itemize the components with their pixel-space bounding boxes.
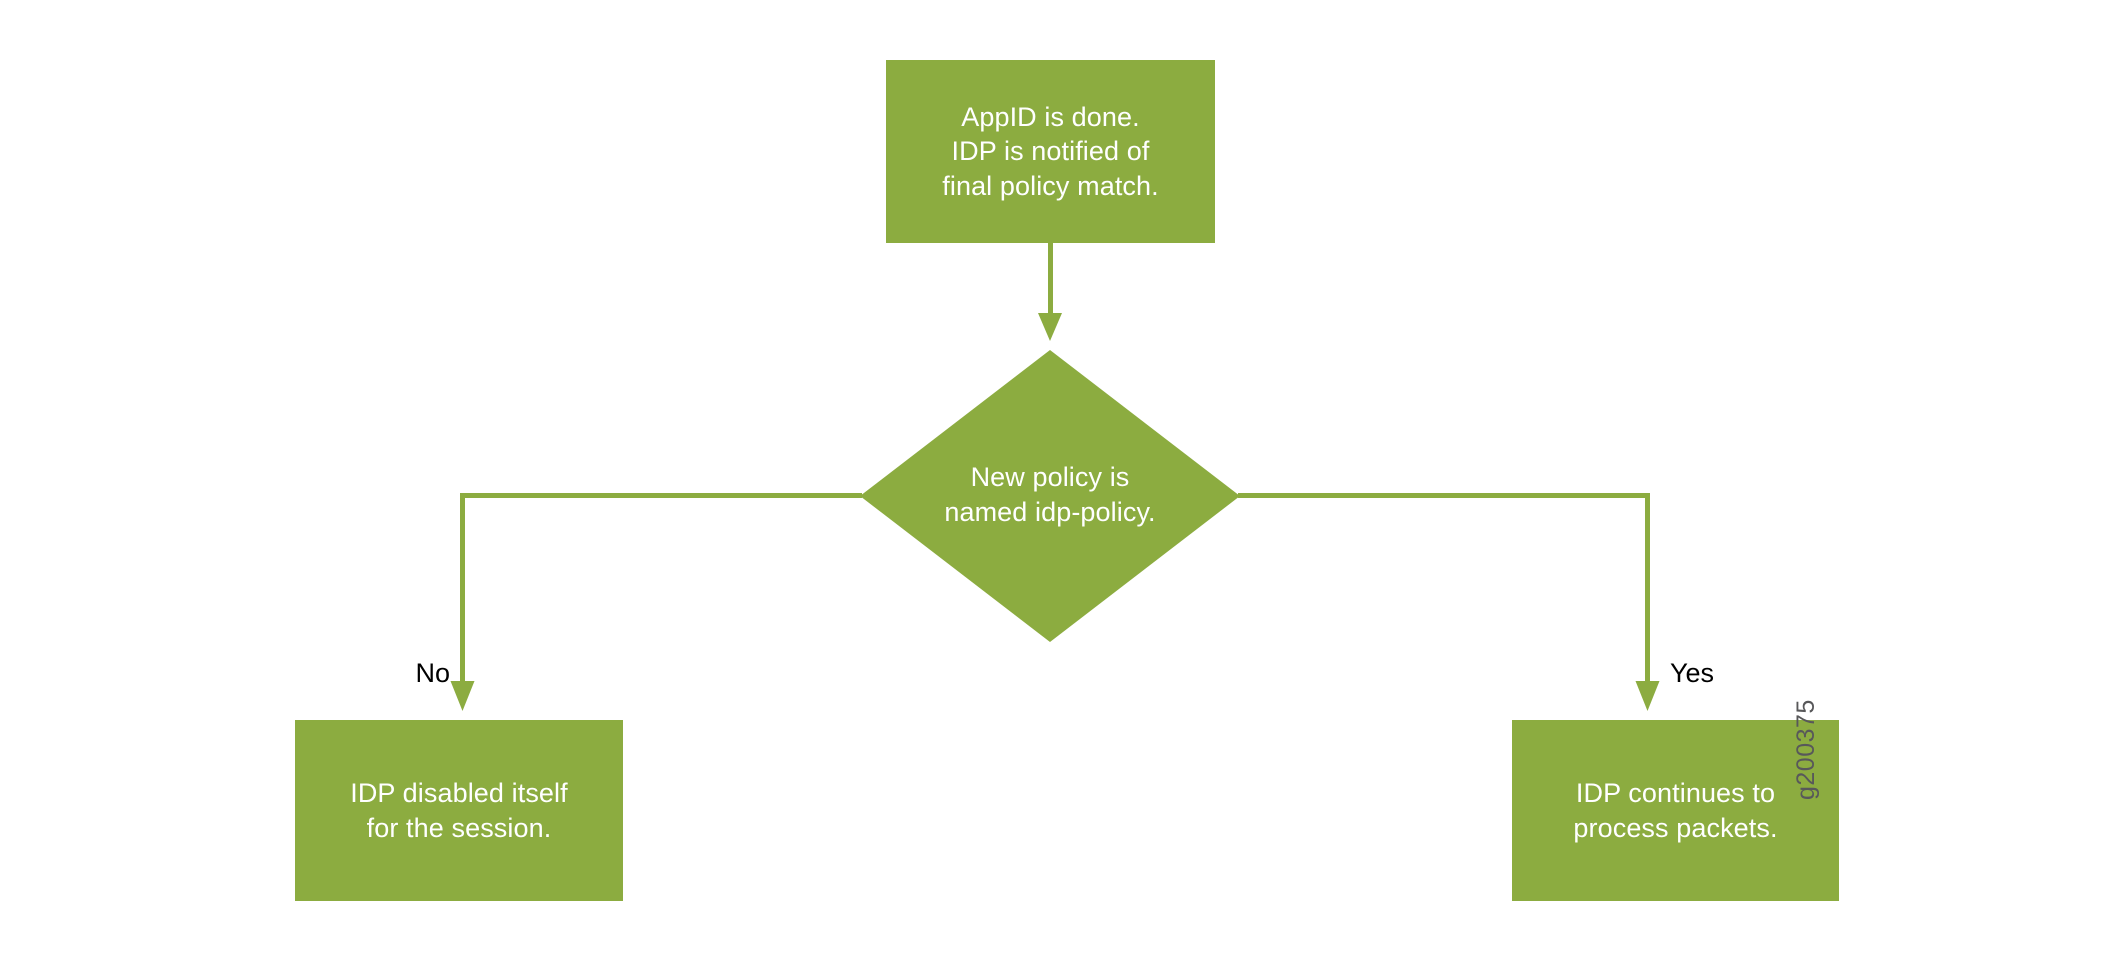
connector-decision-to-yes-vertical <box>1645 493 1650 683</box>
node-start-shape <box>886 60 1215 243</box>
connector-decision-to-no-vertical <box>460 493 465 683</box>
node-no-outcome-shape <box>295 720 623 901</box>
connector-decision-to-no <box>450 493 862 711</box>
connector-decision-to-yes-arrowhead <box>1635 681 1660 711</box>
node-decision-shape <box>860 350 1240 642</box>
connector-start-to-decision-arrowhead <box>1038 313 1062 341</box>
node-yes-outcome-shape <box>1512 720 1839 901</box>
connector-decision-to-no-horizontal <box>460 493 862 498</box>
connector-start-to-decision <box>1038 243 1062 341</box>
connector-start-to-decision-stem <box>1048 243 1053 315</box>
connector-decision-to-no-arrowhead <box>450 681 475 711</box>
connector-decision-to-yes-horizontal <box>1238 493 1650 498</box>
connector-decision-to-yes <box>1238 493 1660 711</box>
